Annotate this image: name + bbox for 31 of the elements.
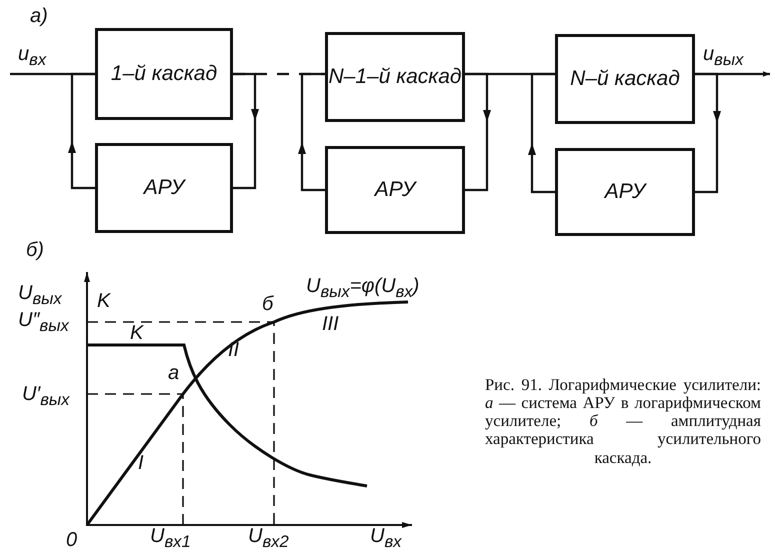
axis-label: U′$_{вых}$ [22, 384, 70, 409]
cascade-block [95, 28, 233, 120]
axis-label: a [168, 363, 180, 383]
block-label: N–й каскад [570, 66, 680, 92]
block-label: АРУ [144, 175, 184, 201]
axis-label: U$_{вых}$=φ(U$_{вх}$) [306, 276, 420, 301]
block-label: АРУ [604, 179, 646, 205]
axis-label: U$_{вых}$ [18, 283, 62, 308]
axis-label: U$_{вх2}$ [248, 526, 289, 551]
axis-label: б) [26, 240, 44, 260]
cascade-block [555, 34, 695, 124]
block-label: 1–й каскад [110, 61, 218, 87]
axis-label: I [138, 453, 144, 473]
control-block [95, 143, 233, 233]
axis-label: K [130, 323, 144, 343]
axis-label: а) [30, 6, 48, 26]
axis-label: U$_{вх1}$ [150, 526, 191, 551]
control-block [555, 148, 695, 236]
figure-caption: Рис. 91. Логарифмические усилители: а — система АРУ в логарифмическом усилителе; б — амплитудная характеристика усилительного каскада. [485, 376, 761, 467]
axis-label: u$_{вых}$ [703, 44, 744, 69]
block-label: N–1–й каскад [328, 64, 462, 90]
axis-label: U$_{вх}$ [370, 526, 402, 551]
axis-label: u$_{вх}$ [18, 44, 46, 69]
axis-label: III [322, 314, 339, 334]
axis-label: 0 [66, 530, 78, 550]
cascade-block [325, 32, 465, 122]
control-block [325, 146, 465, 234]
block-label: АРУ [374, 177, 416, 203]
axis-label: K [97, 291, 110, 311]
axis-label: U″$_{вых}$ [18, 310, 69, 335]
axis-label: б [262, 294, 274, 314]
